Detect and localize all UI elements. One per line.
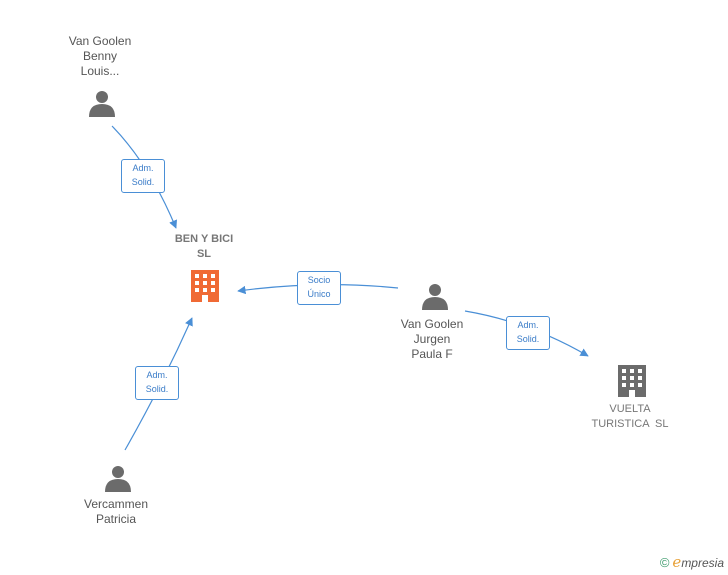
person-icon[interactable] bbox=[89, 91, 115, 117]
label-line: Van Goolen bbox=[68, 34, 132, 48]
node-label-ben-y-bici[interactable]: BEN Y BICI SL bbox=[155, 232, 253, 262]
label-line: Jurgen bbox=[413, 332, 451, 346]
badge-line: Adm. bbox=[132, 163, 154, 173]
node-label-van-goolen-benny[interactable]: Van Goolen Benny Louis... bbox=[52, 34, 148, 79]
label-line: BEN Y BICI bbox=[174, 233, 234, 245]
label-line: Patricia bbox=[95, 512, 136, 526]
brand-e: e bbox=[672, 553, 682, 571]
label-line: VUELTA bbox=[609, 403, 651, 415]
badge-line: Socio bbox=[307, 275, 331, 285]
node-label-vercammen[interactable]: Vercammen Patricia bbox=[68, 497, 164, 527]
person-icon[interactable] bbox=[105, 466, 131, 492]
label-line: TURISTICA SL bbox=[591, 418, 669, 430]
edge-badge-jurgen-socio-unico[interactable]: Socio Único bbox=[297, 271, 341, 305]
label-line: Paula F bbox=[411, 347, 453, 361]
building-icon[interactable] bbox=[191, 270, 219, 302]
edge-badge-vercammen-adm-solid[interactable]: Adm. Solid. bbox=[135, 366, 179, 400]
brand-logo[interactable]: ©empresia bbox=[660, 553, 724, 571]
label-line: SL bbox=[196, 248, 212, 260]
badge-line: Adm. bbox=[146, 370, 168, 380]
building-icon[interactable] bbox=[618, 365, 646, 397]
label-line: Louis... bbox=[80, 64, 120, 78]
person-icon[interactable] bbox=[422, 284, 448, 310]
label-line: Van Goolen bbox=[400, 317, 464, 331]
edge-badge-benny-adm-solid[interactable]: Adm. Solid. bbox=[121, 159, 165, 193]
badge-line: Solid. bbox=[145, 384, 169, 394]
badge-line: Único bbox=[307, 289, 331, 299]
node-label-van-goolen-jurgen[interactable]: Van Goolen Jurgen Paula F bbox=[384, 317, 480, 362]
copyright-icon: © bbox=[659, 555, 670, 570]
label-line: Benny bbox=[82, 49, 118, 63]
badge-line: Adm. bbox=[517, 320, 539, 330]
node-label-vuelta-turistica[interactable]: VUELTA TURISTICA SL bbox=[574, 402, 686, 432]
edge-badge-jurgen-adm-solid[interactable]: Adm. Solid. bbox=[506, 316, 550, 350]
label-line: Vercammen bbox=[83, 497, 149, 511]
badge-line: Solid. bbox=[131, 177, 155, 187]
badge-line: Solid. bbox=[516, 334, 540, 344]
brand-name: mpresia bbox=[681, 556, 724, 570]
